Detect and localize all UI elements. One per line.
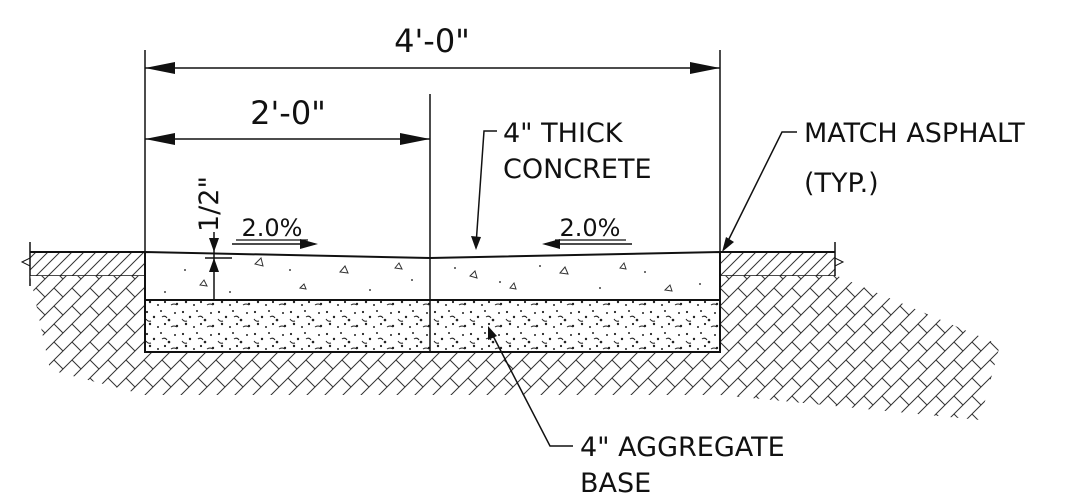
half-width-label: 2'-0" — [250, 94, 326, 132]
concrete-slab — [144, 250, 721, 301]
crown-drop-dimension — [205, 232, 232, 300]
concrete-callout-line1: 4" THICK — [503, 118, 624, 149]
aggregate-base-layer — [144, 299, 721, 353]
existing-ground — [20, 242, 845, 286]
crown-drop-label: 1/2" — [194, 176, 225, 232]
slope-arrows — [232, 239, 632, 249]
asphalt-callout-line2: (TYP.) — [804, 168, 879, 199]
base-callout-line1: 4" AGGREGATE — [580, 432, 785, 463]
right-slope-label: 2.0% — [560, 214, 621, 242]
left-slope-label: 2.0% — [242, 214, 303, 242]
overall-width-label: 4'-0" — [394, 22, 470, 60]
base-callout-line2: BASE — [580, 468, 651, 499]
dimension-arrowheads — [145, 62, 720, 145]
dimension-lines — [144, 50, 721, 258]
asphalt-callout-line1: MATCH ASPHALT — [804, 118, 1025, 149]
leader-lines — [471, 130, 797, 447]
concrete-callout-line2: CONCRETE — [503, 154, 652, 185]
